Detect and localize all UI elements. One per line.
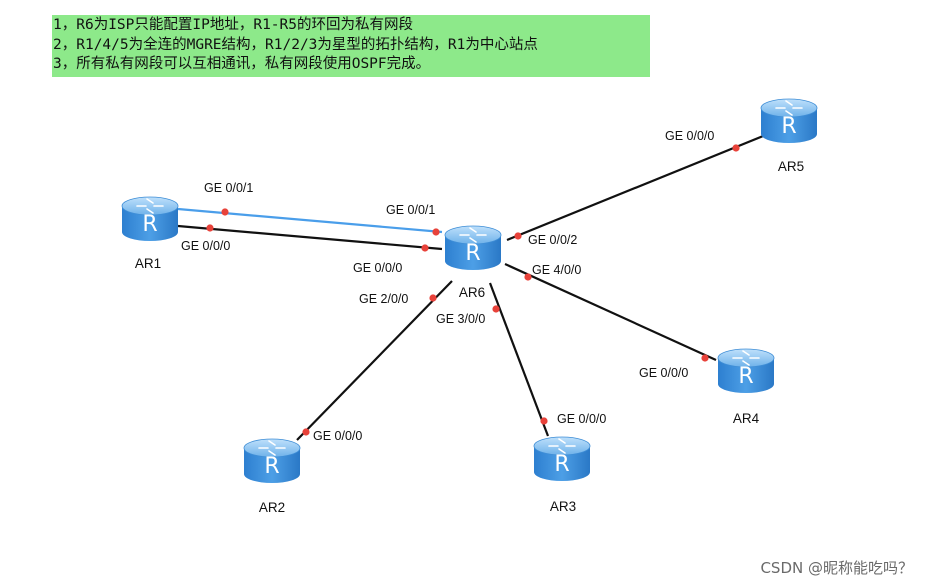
link-ar4-ar6 bbox=[504, 262, 717, 362]
svg-text:R: R bbox=[738, 364, 753, 389]
port-label-ar6: GE 0/0/1 bbox=[386, 203, 435, 217]
router-label-ar4: AR4 bbox=[733, 411, 760, 426]
port-dot bbox=[221, 208, 229, 216]
router-ar2[interactable]: R bbox=[243, 438, 301, 483]
link-ar5-ar6 bbox=[506, 132, 769, 242]
port-label-ar6: GE 4/0/0 bbox=[532, 263, 581, 277]
port-label-ar5: GE 0/0/0 bbox=[665, 129, 714, 143]
router-icon: R bbox=[121, 196, 179, 241]
port-label-ar6: GE 3/0/0 bbox=[436, 312, 485, 326]
router-label-ar5: AR5 bbox=[778, 159, 804, 174]
port-label-ar3: GE 0/0/0 bbox=[557, 412, 606, 426]
router-icon: R bbox=[760, 98, 818, 143]
note-line-1: 1，R6为ISP只能配置IP地址，R1-R5的环回为私有网段 bbox=[53, 17, 413, 33]
router-ar5[interactable]: R bbox=[760, 98, 818, 143]
link-ar1-ar6 bbox=[177, 224, 443, 251]
router-icon: R bbox=[444, 225, 502, 270]
port-dot bbox=[421, 244, 429, 252]
note-line-3: 3，所有私有网段可以互相通讯，私有网段使用OSPF完成。 bbox=[53, 56, 431, 72]
port-dot bbox=[302, 428, 310, 436]
port-label-ar6: GE 0/0/2 bbox=[528, 233, 577, 247]
port-label-ar6: GE 0/0/0 bbox=[353, 261, 402, 275]
router-label-ar3: AR3 bbox=[550, 499, 576, 514]
port-dot bbox=[514, 232, 522, 240]
port-dot bbox=[206, 224, 214, 232]
link-ar3-ar6 bbox=[488, 282, 550, 437]
router-icon: R bbox=[243, 438, 301, 483]
note-line-2: 2，R1/4/5为全连的MGRE结构，R1/2/3为星型的拓扑结构，R1为中心站… bbox=[53, 36, 538, 53]
svg-text:R: R bbox=[554, 452, 569, 477]
port-label-ar4: GE 0/0/0 bbox=[639, 366, 688, 380]
requirements-note: 1，R6为ISP只能配置IP地址，R1-R5的环回为私有网段 2，R1/4/5为… bbox=[52, 15, 650, 77]
watermark: CSDN @昵称能吃吗？ bbox=[760, 559, 913, 577]
svg-text:R: R bbox=[142, 212, 157, 237]
router-label-ar6: AR6 bbox=[459, 285, 485, 300]
port-dot bbox=[701, 354, 709, 362]
link-ar2-ar6 bbox=[296, 280, 453, 441]
port-dot bbox=[540, 417, 548, 425]
port-dot bbox=[429, 294, 437, 302]
svg-text:R: R bbox=[465, 241, 480, 266]
router-ar3[interactable]: R bbox=[533, 436, 591, 481]
router-ar1[interactable]: R bbox=[121, 196, 179, 241]
router-label-ar2: AR2 bbox=[259, 500, 285, 515]
router-label-ar1: AR1 bbox=[135, 256, 161, 271]
port-label-ar1: GE 0/0/0 bbox=[181, 239, 230, 253]
router-ar4[interactable]: R bbox=[717, 348, 775, 393]
svg-text:R: R bbox=[781, 114, 796, 139]
router-ar6[interactable]: R bbox=[444, 225, 502, 270]
port-dot bbox=[432, 228, 440, 236]
svg-text:R: R bbox=[264, 454, 279, 479]
port-label-ar2: GE 0/0/0 bbox=[313, 429, 362, 443]
port-dot bbox=[524, 273, 532, 281]
port-dot bbox=[732, 144, 740, 152]
port-label-ar6: GE 2/0/0 bbox=[359, 292, 408, 306]
port-dot bbox=[492, 305, 500, 313]
port-label-ar1: GE 0/0/1 bbox=[204, 181, 253, 195]
router-icon: R bbox=[717, 348, 775, 393]
router-icon: R bbox=[533, 436, 591, 481]
